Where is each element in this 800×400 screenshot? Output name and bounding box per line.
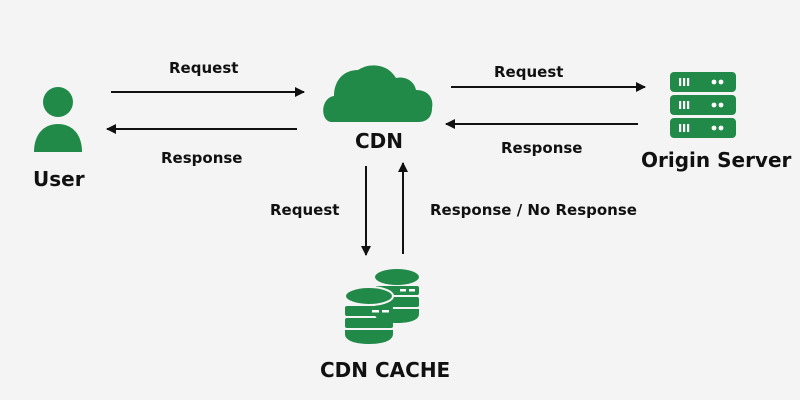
node-label-origin-server: Origin Server [641, 148, 792, 172]
edge-label-cache-to-cdn: Response / No Response [430, 201, 637, 219]
node-label-cdn: CDN [355, 129, 404, 153]
user-icon [34, 87, 82, 152]
edge-label-user-to-cdn: Request [169, 59, 239, 77]
database-icon [344, 269, 419, 344]
edge-label-cdn-to-origin: Request [494, 63, 564, 81]
server-icon [670, 72, 736, 138]
node-label-cdn-cache: CDN CACHE [320, 358, 451, 382]
edge-label-origin-to-cdn: Response [501, 139, 583, 157]
node-label-user: User [33, 167, 85, 191]
cloud-icon [323, 65, 433, 122]
edge-label-cdn-to-cache: Request [270, 201, 340, 219]
edge-label-cdn-to-user: Response [161, 149, 243, 167]
